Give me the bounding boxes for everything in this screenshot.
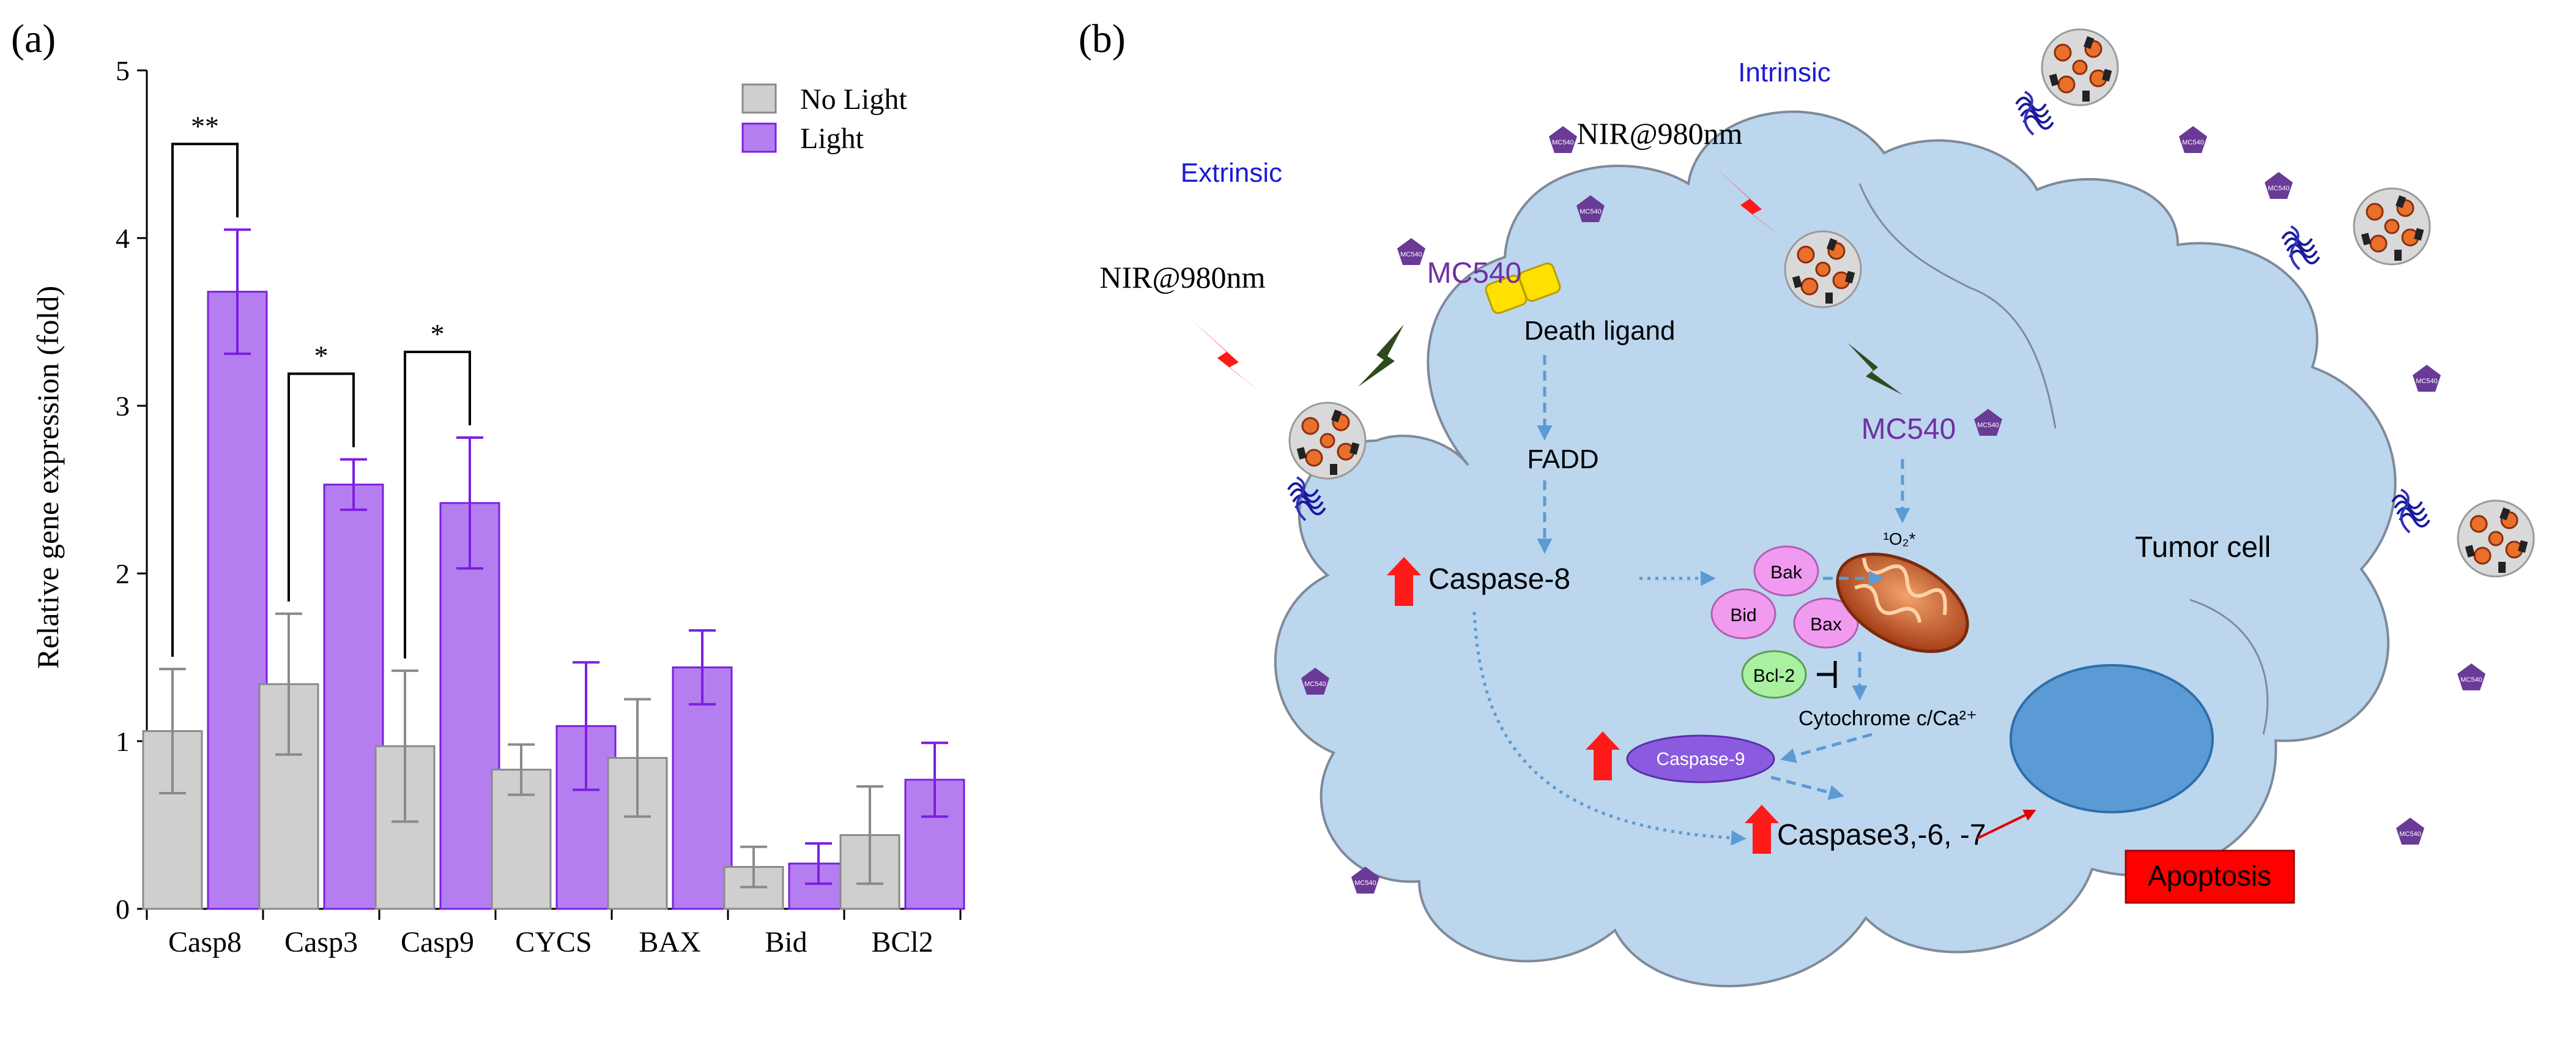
panel-a-label: (a) <box>11 17 56 61</box>
up-arrow-icon <box>1387 557 1421 606</box>
caspase9-protein <box>1626 734 1775 783</box>
bar-light <box>207 291 268 910</box>
mc540-pentagon-label: MC540 <box>2416 378 2437 385</box>
bcl2-family-cluster: Bak Bid Bax <box>1710 545 1859 649</box>
pathway-arrows <box>1472 355 2036 846</box>
y-tick-label: 3 <box>116 390 130 422</box>
nanoparticle-icon <box>1288 401 1367 480</box>
legend-label-light: Light <box>800 122 864 155</box>
fadd-label: FADD <box>1527 444 1598 474</box>
y-tick-label: 2 <box>116 558 130 589</box>
y-tick-label: 1 <box>116 726 130 757</box>
nanoparticle-icon <box>2457 499 2535 578</box>
mc540-label-left: MC540 <box>1427 257 1522 289</box>
x-tick-label: Casp3 <box>284 926 358 958</box>
bar-no-light <box>142 730 203 910</box>
x-tick-label: Casp9 <box>401 926 474 958</box>
bak-protein <box>1753 545 1819 597</box>
x-tick-label: CYCS <box>515 926 592 958</box>
nir-lightning-icon <box>1190 318 1260 392</box>
mc540-label-mid: MC540 <box>1861 413 1956 446</box>
mc540-pentagon-label: MC540 <box>1579 208 1601 215</box>
bid-protein <box>1710 588 1776 640</box>
bax-protein <box>1793 597 1859 649</box>
x-tick-label: Bid <box>765 926 807 958</box>
nir-label-left: NIR@980nm <box>1099 260 1265 294</box>
mc540-pentagon-label: MC540 <box>2182 139 2203 146</box>
cell-fold-line <box>2189 599 2269 735</box>
death-ligand-label: Death ligand <box>1524 316 1675 346</box>
caspase8-label: Caspase-8 <box>1428 563 1570 595</box>
y-tick-label: 0 <box>116 894 130 925</box>
antibody-icon <box>2015 91 2054 136</box>
mc540-pentagon-label: MC540 <box>1400 251 1422 258</box>
significance-bracket <box>288 372 355 602</box>
mc540-pentagon-label: MC540 <box>2268 185 2289 192</box>
nanoparticle-icon <box>2041 28 2119 106</box>
bcl2-protein <box>1741 650 1807 699</box>
mc540-pentagon-label: MC540 <box>1552 139 1573 146</box>
arrow-caspase8-to-caspase367 <box>1472 611 1746 846</box>
significance-label: * <box>431 318 445 349</box>
nir-lightning-icon <box>1713 165 1783 239</box>
x-tick-label: Casp8 <box>168 926 242 958</box>
x-tick-label: BCl2 <box>871 926 933 958</box>
antibody-icon <box>2281 225 2320 271</box>
up-arrow-icon <box>1745 805 1779 854</box>
mc540-molecules: MC540 MC540 MC540 MC540 MC540 MC540 MC54… <box>1301 126 2485 894</box>
inhibition-marker <box>1817 661 1837 688</box>
fluorescence-lightning-icon <box>1847 343 1902 395</box>
mc540-pentagon-label: MC540 <box>1354 879 1376 887</box>
y-axis-label: Relative gene expression (fold) <box>31 286 65 669</box>
caspase367-label: Caspase3,-6, -7 <box>1777 819 1986 851</box>
apoptosis-label: Apoptosis <box>2148 860 2271 892</box>
bar-light <box>439 502 500 910</box>
bid-label: Bid <box>1730 605 1756 625</box>
bar-light <box>672 666 733 910</box>
fluorescence-lightning-icon <box>1358 324 1404 387</box>
caspase9-label: Caspase-9 <box>1656 749 1745 769</box>
extrinsic-label: Extrinsic <box>1181 158 1282 188</box>
legend: No Light Light <box>741 83 907 155</box>
legend-swatch-light <box>741 122 777 153</box>
arrow-caspase9-to-caspase367 <box>1770 775 1844 801</box>
x-tick-label: BAX <box>639 926 700 958</box>
bar-light <box>323 483 384 910</box>
nucleus <box>2010 664 2214 813</box>
tumor-cell-label: Tumor cell <box>2135 531 2271 564</box>
mc540-pentagon-label: MC540 <box>1304 681 1326 688</box>
antibody-icon <box>2391 488 2430 534</box>
significance-label: * <box>314 340 328 371</box>
bcl2-label: Bcl-2 <box>1753 666 1795 686</box>
y-tick-label: 5 <box>116 55 130 86</box>
panel-a: (a) Relative gene expression (fold) 0 1 2 3… <box>11 17 965 958</box>
mc540-pentagon-label: MC540 <box>2399 831 2421 838</box>
legend-label-no-light: No Light <box>800 83 907 116</box>
arrow-to-nucleus <box>1977 809 2036 840</box>
up-arrow-icon <box>1586 731 1620 780</box>
bax-label: Bax <box>1810 614 1842 635</box>
significance-bracket <box>404 351 471 659</box>
panel-b-label: (b) <box>1078 17 1126 61</box>
intrinsic-label: Intrinsic <box>1738 58 1831 88</box>
cytochrome-label: Cytochrome c/Ca²⁺ <box>1798 707 1977 730</box>
nanoparticle-icon <box>2353 187 2431 266</box>
nir-label-top: NIR@980nm <box>1576 116 1742 151</box>
significance-bracket <box>171 143 239 657</box>
y-tick-label: 4 <box>116 223 130 254</box>
panel-b: (b) Intrinsic Extrinsic NIR@980nm NIR@98… <box>1078 17 2535 988</box>
legend-swatch-no-light <box>741 83 777 114</box>
significance-label: ** <box>191 110 219 141</box>
apoptosis-box <box>2125 849 2295 904</box>
death-receptor-icon <box>1485 262 1561 315</box>
nanoparticle-icon <box>1784 230 1862 308</box>
mc540-pentagon-label: MC540 <box>1977 422 1999 429</box>
cell-fold-line <box>1858 183 2057 429</box>
singlet-oxygen-label: ¹O₂* <box>1884 529 1916 548</box>
bak-label: Bak <box>1770 562 1803 583</box>
mc540-pentagon-label: MC540 <box>2460 676 2482 684</box>
